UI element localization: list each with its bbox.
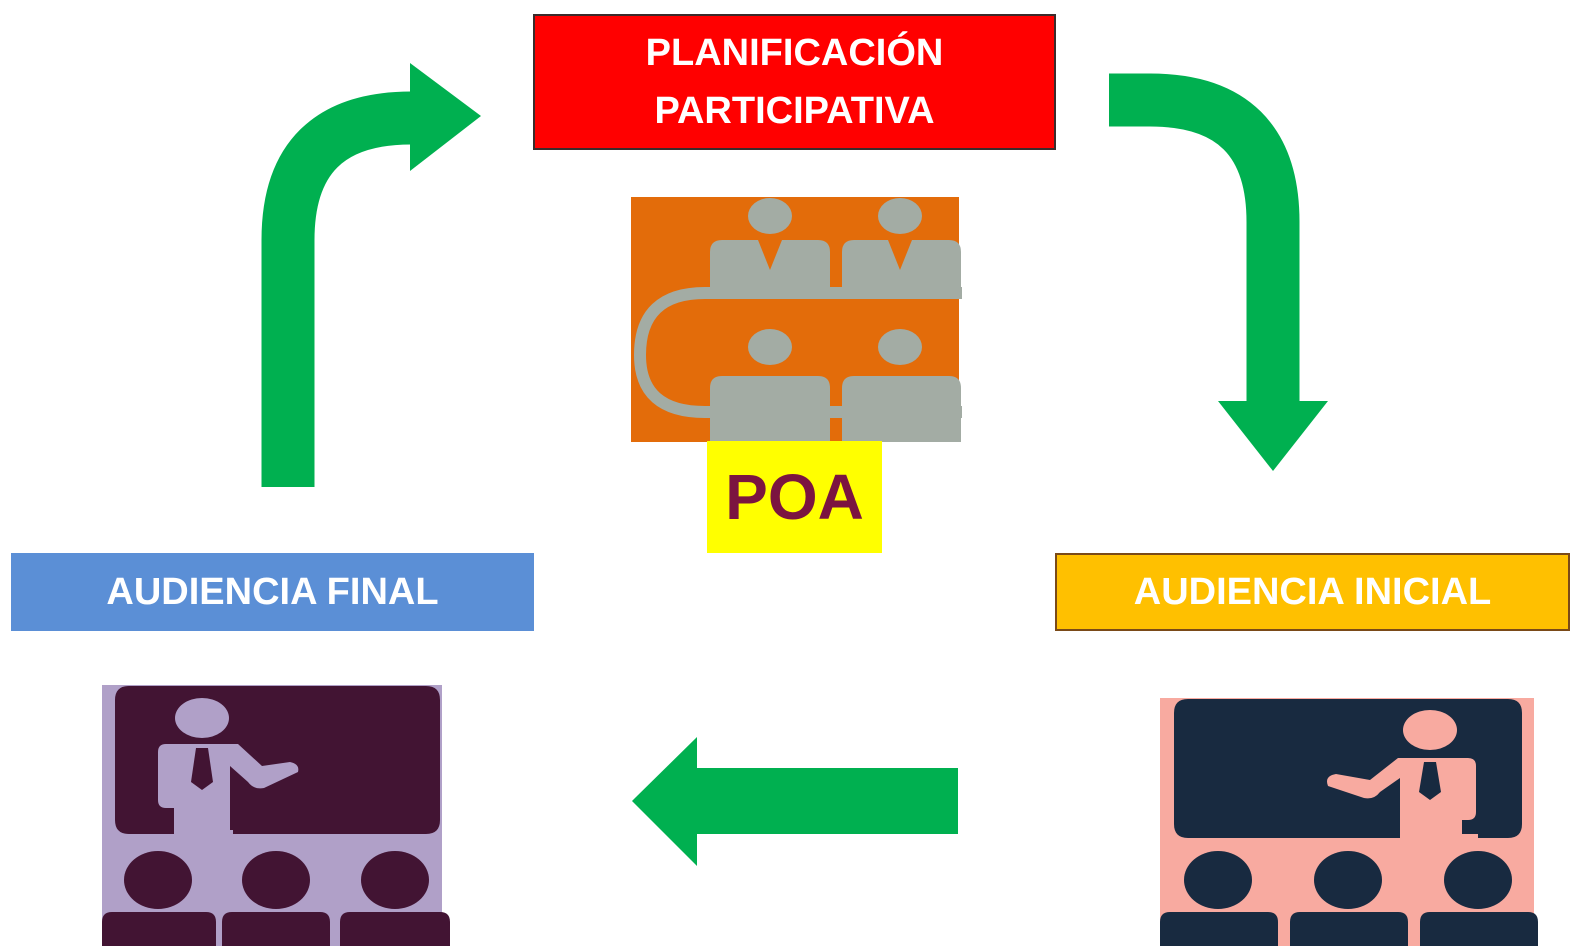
poa-label: POA	[707, 441, 882, 553]
presenter-audience-icon-final	[102, 685, 450, 946]
audiencia-inicial-box: AUDIENCIA INICIAL	[1055, 553, 1570, 631]
meeting-table-icon	[631, 197, 962, 442]
planificacion-participativa-box: PLANIFICACIÓN PARTICIPATIVA	[533, 14, 1056, 150]
arrow-inicial-to-final	[632, 737, 958, 866]
audiencia-final-box: AUDIENCIA FINAL	[11, 553, 534, 631]
planificacion-title-line2: PARTICIPATIVA	[654, 90, 935, 132]
presenter-audience-icon-inicial	[1160, 698, 1538, 946]
arrow-planificacion-to-inicial	[1109, 73, 1328, 471]
arrow-final-to-planificacion	[261, 63, 481, 487]
planificacion-title-line1: PLANIFICACIÓN	[645, 32, 944, 74]
